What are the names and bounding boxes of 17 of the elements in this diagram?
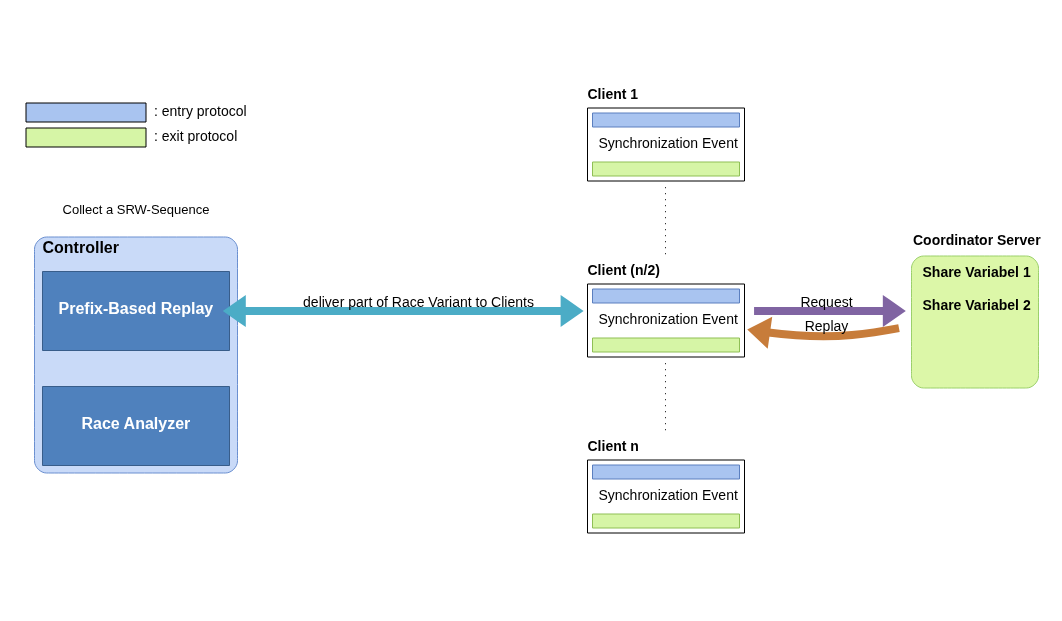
arrow [747,316,900,349]
node-label: Coordinator Server [913,231,1041,248]
node-label: Client 1 [587,85,639,102]
node-box: Synchronization Event [587,107,745,181]
node-box: Prefix-Based Replay [42,270,230,351]
label: Collect a SRW-Sequence [62,201,210,217]
node-box: Race Analyzer [42,385,230,466]
edge-label: Request [800,293,853,310]
node-label: Client (n/2) [587,261,660,278]
legend-label: : entry protocol [154,102,247,119]
node-label: Client n [587,437,639,454]
arrow [222,294,584,327]
node-box: Synchronization Event [587,283,745,357]
edge-label: deliver part of Race Variant to Clients [303,293,534,310]
legend-label: : exit protocol [154,127,238,144]
node-box: Synchronization Event [587,459,745,533]
edge-label: Replay [804,317,849,334]
